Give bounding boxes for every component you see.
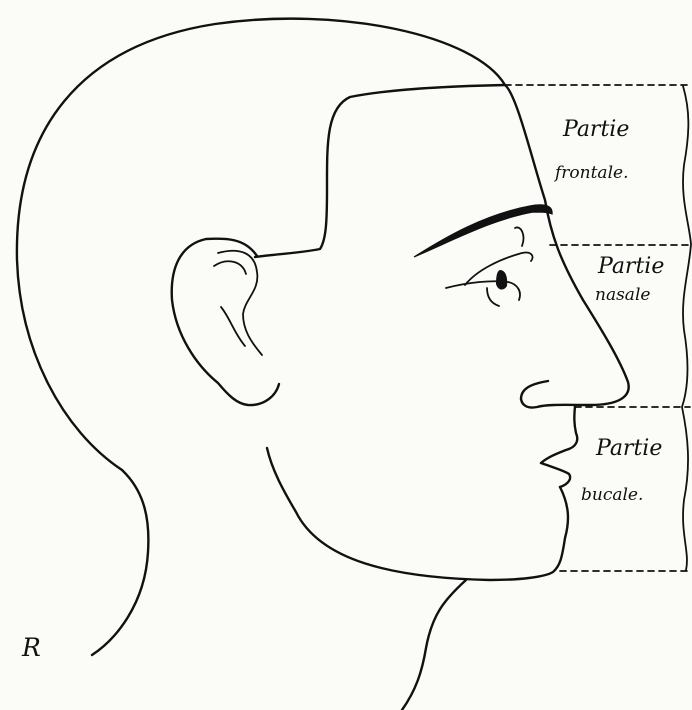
label-frontale: Partie frontale. (553, 117, 629, 183)
ear (172, 239, 279, 405)
label-bucale-subtitle: bucale. (581, 485, 643, 505)
label-nasale-subtitle: nasale (595, 285, 650, 305)
label-bucale-title: Partie (595, 436, 662, 461)
label-nasale-title: Partie (597, 254, 664, 279)
label-bucale: Partie bucale. (581, 436, 662, 505)
right-bracket (682, 86, 691, 570)
eye-and-brow (414, 205, 552, 306)
label-frontale-title: Partie (562, 117, 629, 142)
label-nasale: Partie nasale (595, 254, 664, 305)
artist-signature: R (21, 633, 41, 662)
label-frontale-subtitle: frontale. (553, 163, 628, 183)
head-outline (17, 19, 505, 655)
